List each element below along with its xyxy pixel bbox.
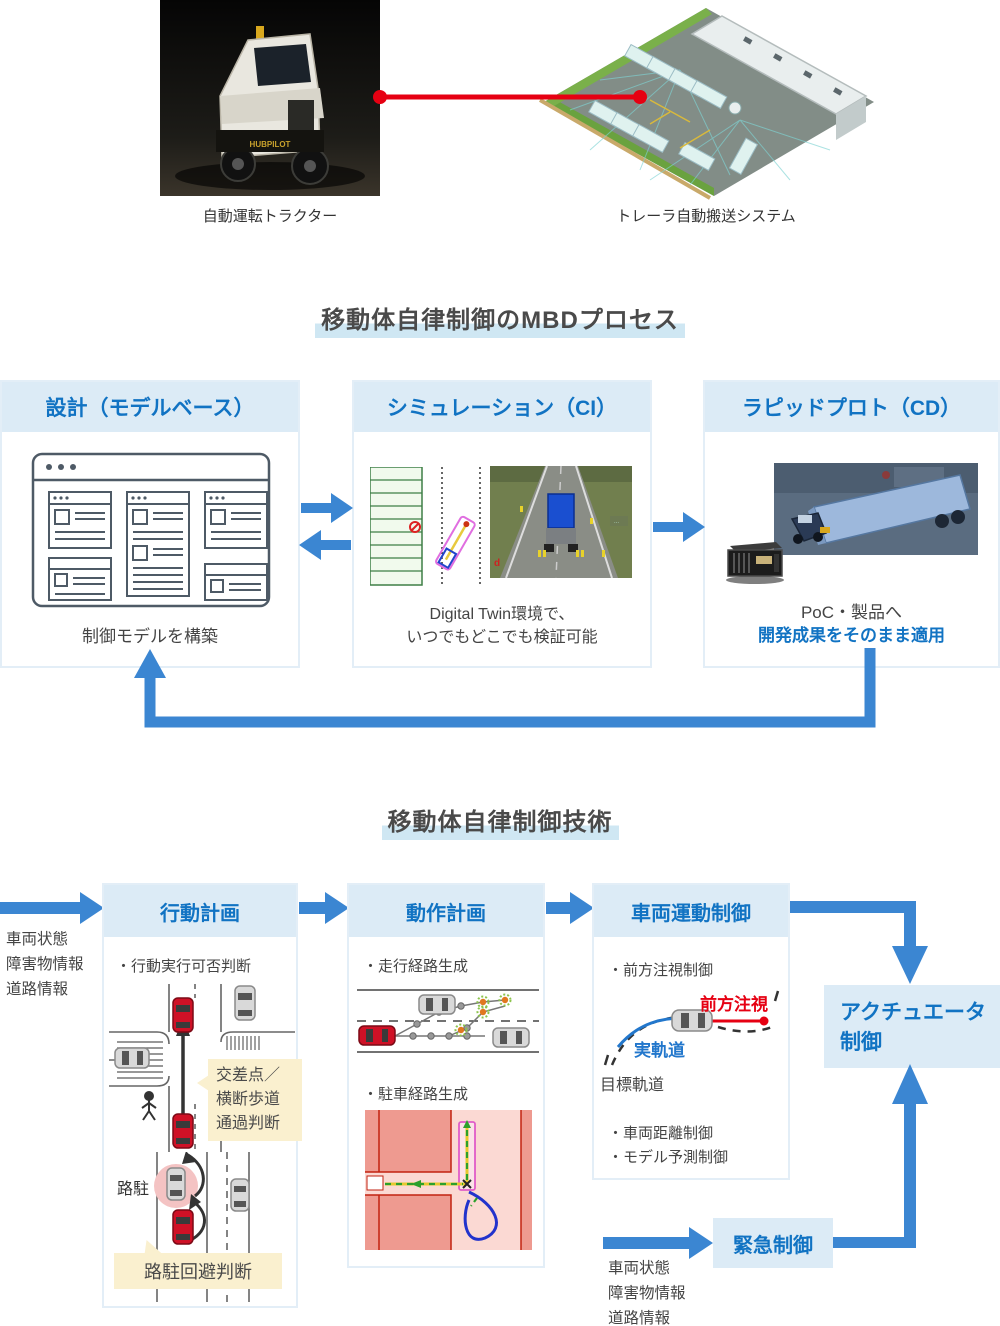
vehicle-item-1: ・前方注視制御: [608, 962, 714, 979]
rapidproto-box-header: ラピッドプロト（CD）: [705, 382, 998, 432]
simulation-box-header: シミュレーション（CI）: [354, 382, 650, 432]
design-caption: 制御モデルを構築: [82, 627, 218, 646]
warehouse-illustration: [530, 0, 882, 200]
road-sim-art: ··· d: [490, 466, 632, 578]
rapidproto-caption-1: PoC・製品へ: [800, 603, 903, 622]
motion-box-header: 動作計画: [349, 885, 543, 937]
motion-item-2: ・駐車経路生成: [363, 1086, 469, 1103]
connector-line: [373, 90, 647, 104]
input-line: 道路情報: [6, 981, 69, 998]
trailer-photo-art: [774, 463, 978, 555]
parked-label: 路駐: [117, 1181, 150, 1198]
rapid-controller-art: [726, 542, 784, 584]
input-line: 車両状態: [608, 1260, 671, 1277]
actual-track-label: 実軌道: [634, 1041, 685, 1060]
vehicle-box: 車両運動制御 ・前方注視制御 前方注視 実軌道 目標軌道 ・車両距離制御 ・モデ…: [592, 883, 790, 1180]
arrow-sim-to-design: [299, 530, 351, 560]
behavior-box: 行動計画 ・行動実行可否判断: [102, 883, 302, 1308]
tech-section-title: 移動体自律制御技術: [0, 802, 1000, 840]
arrow-inputs-to-emergency: [603, 1227, 713, 1259]
parking-sim-art: [370, 467, 481, 587]
actuator-label-line2: 制御: [840, 1031, 882, 1054]
vehicle-box-header: 車両運動制御: [594, 885, 788, 937]
rapidproto-box: ラピッドプロト（CD） PoC・製品へ 開発成果をそのま: [703, 380, 1000, 668]
input-line: 障害物情報: [6, 956, 84, 973]
simulation-caption-2: いつでもどこでも検証可能: [406, 629, 598, 646]
design-box: 設計（モデルベース）: [0, 380, 300, 668]
motion-item-1: ・走行経路生成: [363, 958, 469, 975]
actuator-box: アクチュエータ 制御: [824, 985, 1000, 1068]
avoid-callout: 路駐回避判断: [114, 1240, 282, 1289]
input-line: 道路情報: [608, 1310, 671, 1326]
tractor-caption: 自動運転トラクター: [202, 208, 338, 225]
warehouse-caption: トレーラ自動搬送システム: [616, 208, 796, 225]
actuator-label-line1: アクチュエータ: [840, 1001, 986, 1024]
arrow-vehicle-to-actuator: [790, 901, 928, 984]
intersection-art: [109, 984, 295, 1152]
input-line: 車両状態: [6, 931, 69, 948]
svg-text:d: d: [494, 558, 500, 569]
arrow-sim-to-rapid: [653, 512, 705, 542]
input-line: 障害物情報: [608, 1285, 686, 1302]
arrow-design-to-sim: [301, 493, 353, 523]
svg-text:···: ···: [614, 520, 619, 526]
arrow-emergency-to-actuator: [833, 1064, 928, 1248]
arrow-behavior-to-motion: [299, 892, 349, 924]
simulation-box: シミュレーション（CI）: [352, 380, 652, 668]
design-box-header: 設計（モデルベース）: [2, 382, 298, 432]
tractor-photo: HUBPILOT: [160, 0, 380, 196]
lookahead-label: 前方注視: [700, 995, 768, 1014]
target-track-label: 目標軌道: [600, 1077, 665, 1094]
route-generation-art: [357, 989, 539, 1053]
vehicle-item-3: ・モデル予測制御: [608, 1149, 729, 1166]
tech-inputs-top: 車両状態 障害物情報 道路情報: [6, 927, 84, 1002]
intersection-callout: 交差点／ 横断歩道 通過判断: [197, 1059, 302, 1141]
behavior-box-header: 行動計画: [104, 885, 296, 937]
arrow-motion-to-vehicle: [546, 892, 594, 924]
lookahead-art: [603, 990, 780, 1066]
arrow-loopback: [134, 648, 876, 728]
rapidproto-caption-2: 開発成果をそのまま適用: [758, 626, 945, 645]
behavior-item-1: ・行動実行可否判断: [116, 958, 252, 975]
mbd-section-title: 移動体自律制御のMBDプロセス: [0, 300, 1000, 338]
emergency-box: 緊急制御: [713, 1218, 833, 1268]
tech-inputs-bottom: 車両状態 障害物情報 道路情報: [608, 1256, 686, 1326]
browser-model-art: [31, 452, 271, 608]
vehicle-item-2: ・車両距離制御: [608, 1125, 714, 1142]
simulation-caption-1: Digital Twin環境で、: [429, 606, 575, 623]
parking-route-art: [365, 1110, 532, 1250]
svg-text:HUBPILOT: HUBPILOT: [250, 140, 291, 149]
motion-box: 動作計画 ・走行経路生成: [347, 883, 545, 1268]
arrow-inputs-to-behavior: [0, 892, 104, 924]
